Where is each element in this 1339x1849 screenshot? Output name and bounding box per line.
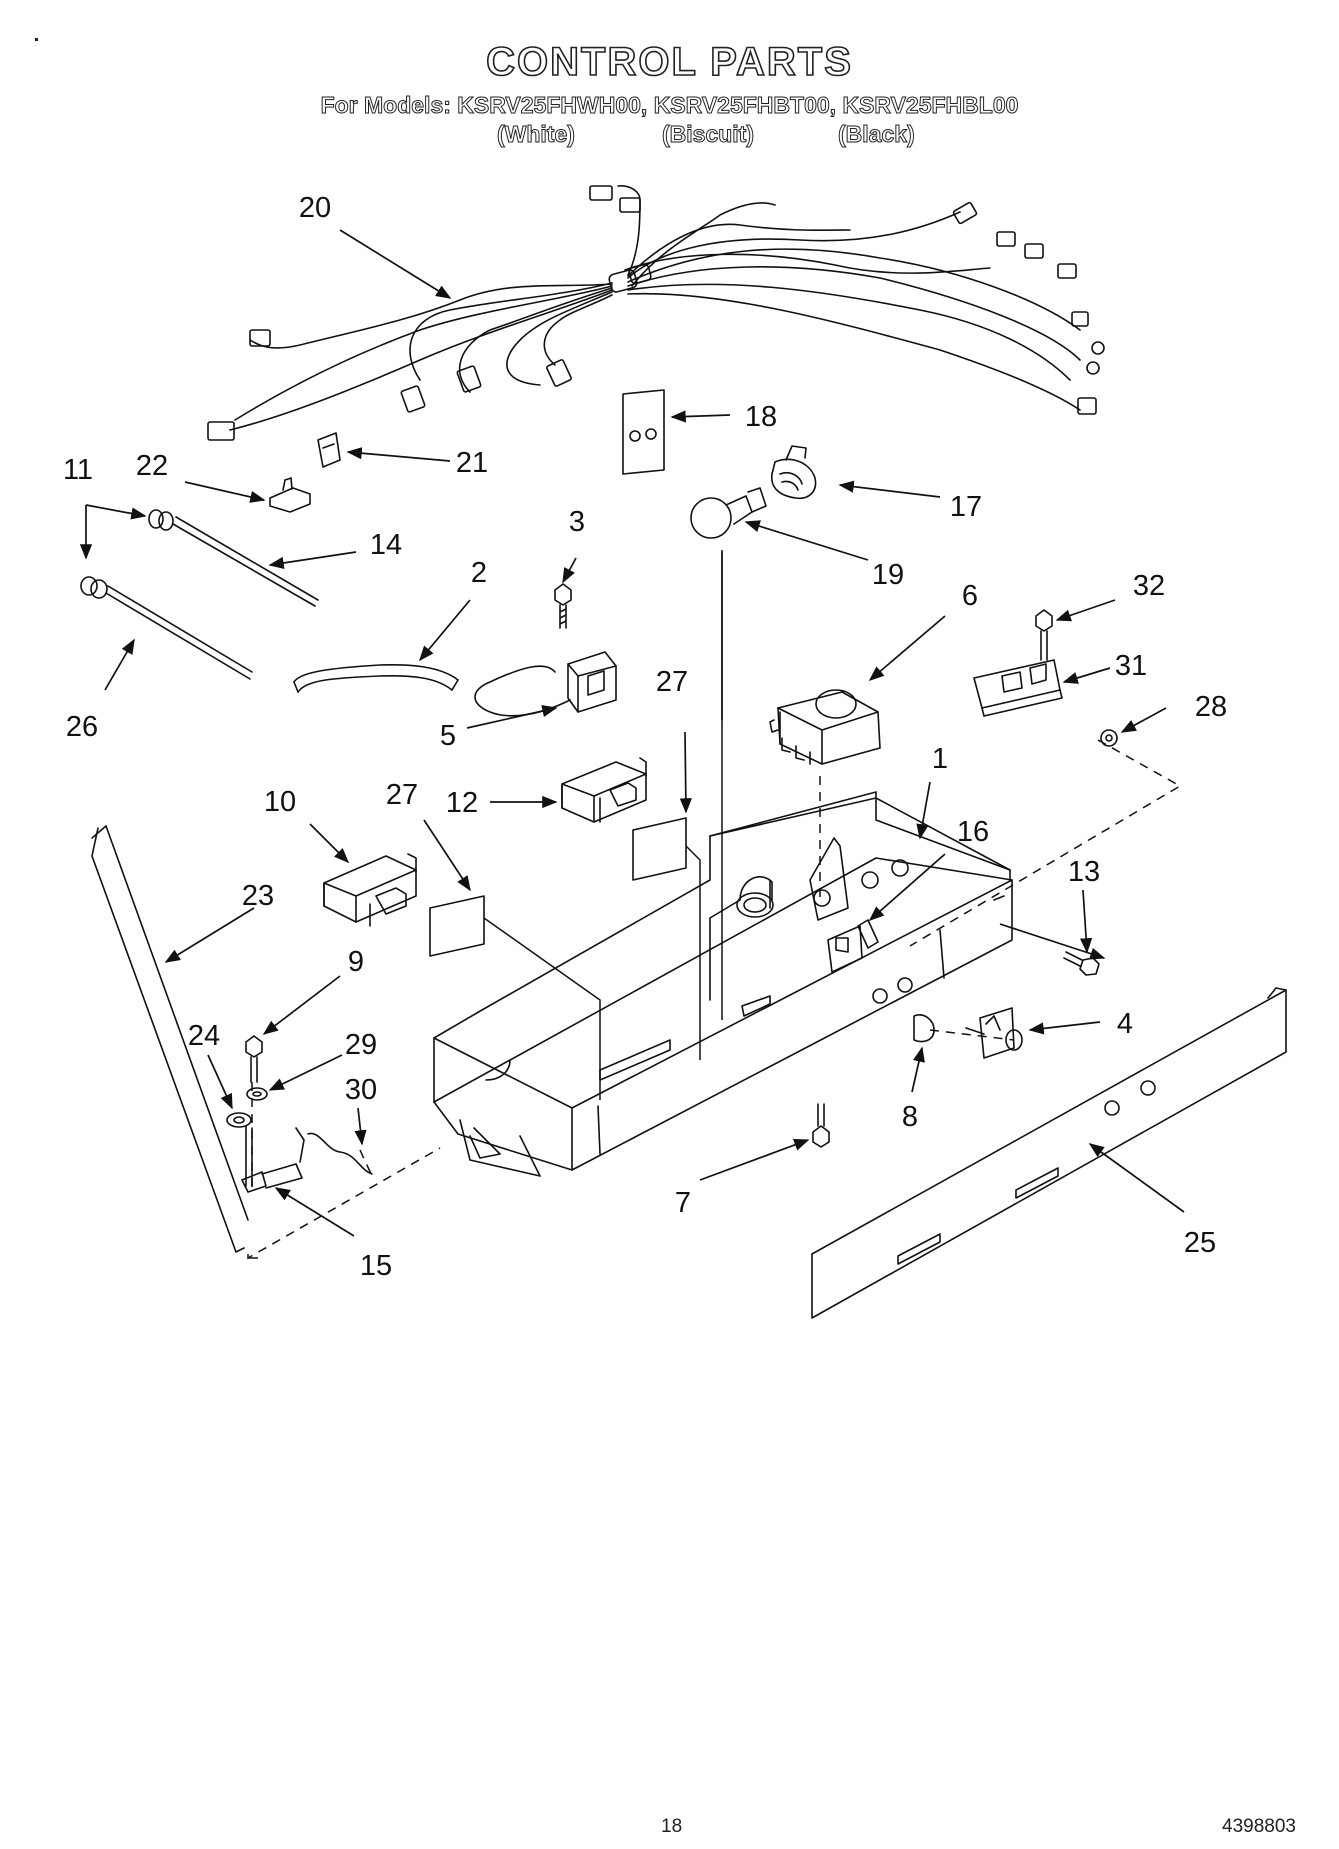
bracket-16-drawing — [827, 925, 863, 973]
speck-mark — [35, 38, 38, 41]
document-number: 4398803 — [1222, 1816, 1296, 1837]
callout-5: 5 — [440, 720, 456, 752]
washers-drawing — [226, 1087, 305, 1193]
callout-31: 31 — [1115, 650, 1147, 682]
variant-black: (Black) — [838, 121, 916, 148]
callout-13: 13 — [1068, 856, 1100, 888]
callout-23: 23 — [242, 880, 274, 912]
callout-9: 9 — [348, 946, 364, 978]
callout-2: 2 — [471, 557, 487, 589]
page-number: 18 — [661, 1816, 683, 1837]
lamp-drawing — [690, 445, 817, 721]
rod-23-drawing — [91, 825, 249, 1253]
callout-21: 21 — [456, 447, 488, 479]
wire-30-drawing — [307, 1132, 373, 1175]
rods-drawing — [80, 509, 319, 680]
control-housing-drawing — [433, 791, 1013, 1177]
switch-4-drawing — [913, 1007, 1023, 1059]
callout-11: 11 — [63, 454, 93, 486]
control-board-drawing — [973, 609, 1118, 747]
callout-28: 28 — [1195, 691, 1227, 723]
mounting-pad-drawing — [622, 389, 665, 475]
tube-drawing — [293, 663, 459, 693]
callout-16: 16 — [957, 816, 989, 848]
switch-assembly-drawing — [474, 583, 617, 717]
variant-white: (White) — [497, 121, 576, 148]
callout-3: 3 — [569, 506, 585, 538]
callout-1: 1 — [932, 743, 948, 775]
callout-29: 29 — [345, 1029, 377, 1061]
bracket-12-drawing — [561, 757, 647, 823]
page-title: CONTROL PARTS — [485, 39, 853, 85]
callout-18: 18 — [745, 401, 777, 433]
defrost-timer-drawing — [769, 689, 881, 765]
callout-19: 19 — [872, 559, 904, 591]
callout-8: 8 — [902, 1101, 918, 1133]
bracket-10-drawing — [323, 853, 417, 927]
callout-4: 4 — [1117, 1008, 1133, 1040]
small-bracket-drawing — [269, 477, 311, 513]
label-27-drawing — [429, 817, 687, 957]
callout-6: 6 — [962, 580, 978, 612]
callout-25: 25 — [1184, 1227, 1216, 1259]
wiring-harness-drawing — [207, 185, 1105, 441]
callout-14: 14 — [370, 529, 402, 561]
variant-biscuit: (Biscuit) — [662, 121, 755, 148]
callout-20: 20 — [299, 192, 331, 224]
callout-26: 26 — [66, 711, 98, 743]
models-line: For Models: KSRV25FHWH00, KSRV25FHBT00, … — [320, 92, 1019, 119]
callout-24: 24 — [188, 1020, 220, 1052]
callout-12: 12 — [446, 787, 478, 819]
callout-15: 15 — [360, 1250, 392, 1282]
callout-10: 10 — [264, 786, 296, 818]
callout-7: 7 — [675, 1187, 691, 1219]
callout-17: 17 — [950, 491, 982, 523]
clip-drawing — [317, 432, 341, 468]
callout-27-lower: 27 — [386, 779, 418, 811]
callout-32: 32 — [1133, 570, 1165, 602]
callout-22: 22 — [136, 450, 168, 482]
callout-27-upper: 27 — [656, 666, 688, 698]
trim-strip-drawing — [811, 987, 1287, 1319]
callout-30: 30 — [345, 1074, 377, 1106]
